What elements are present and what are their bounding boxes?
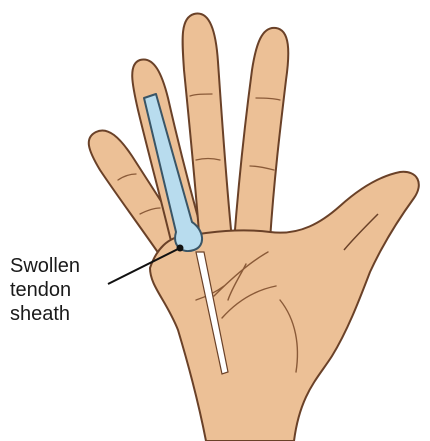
callout-line-3: sheath xyxy=(10,303,70,325)
leader-dot xyxy=(177,245,184,252)
callout-label: Swollen tendon sheath xyxy=(10,255,86,325)
index-finger xyxy=(234,28,288,242)
callout-line-1: Swollen xyxy=(10,255,80,277)
hand-illustration xyxy=(89,14,419,441)
callout-line-2: tendon xyxy=(10,279,71,301)
